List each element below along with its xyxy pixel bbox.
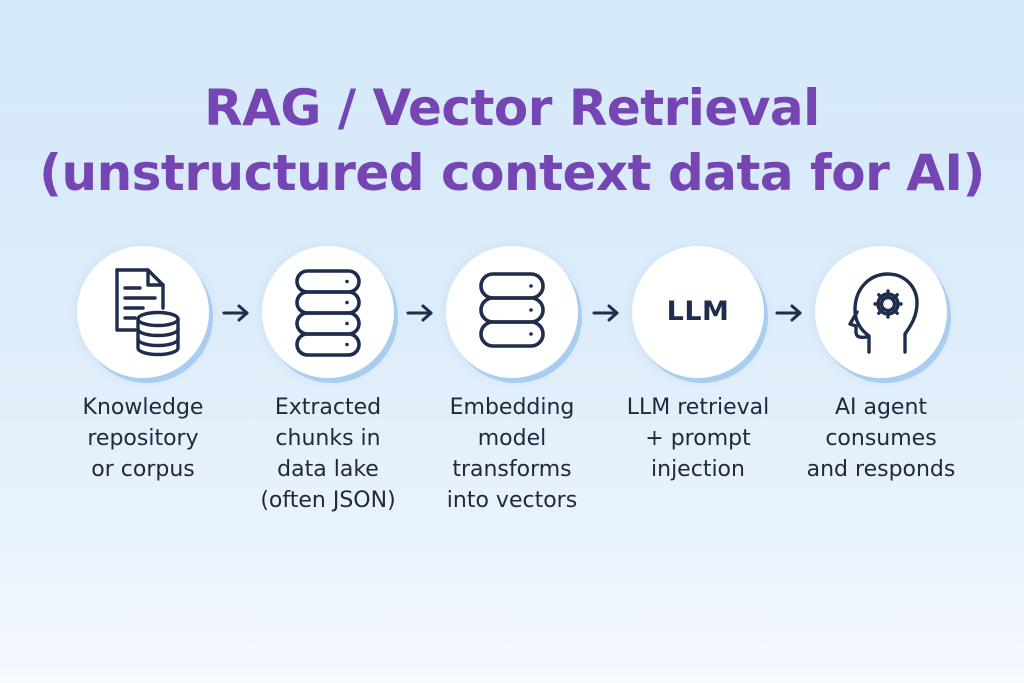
step-4-circle: LLM bbox=[632, 246, 764, 378]
diagram-title: RAG / Vector Retrieval bbox=[204, 79, 820, 137]
step-2-label: Extracted chunks in data lake (often JSO… bbox=[260, 395, 396, 513]
database-icon bbox=[295, 269, 361, 357]
arrow-right-icon bbox=[406, 304, 433, 322]
arrow-right-icon bbox=[222, 304, 249, 322]
step-1-label: Knowledge repository or corpus bbox=[82, 395, 204, 482]
head-gear-icon bbox=[848, 272, 919, 354]
arrow-right-icon bbox=[592, 304, 619, 322]
database-icon bbox=[479, 272, 545, 348]
step-1-circle bbox=[77, 246, 209, 378]
document-database-icon bbox=[115, 268, 180, 357]
arrow-right-icon bbox=[775, 304, 802, 322]
step-3-circle bbox=[446, 246, 578, 378]
diagram-subtitle: (unstructured context data for AI) bbox=[39, 144, 985, 202]
llm-icon-text: LLM bbox=[666, 296, 730, 327]
step-3-label: Embedding model transforms into vectors bbox=[446, 395, 578, 513]
step-2-circle bbox=[262, 246, 394, 378]
step-5-label: AI agent consumes and responds bbox=[806, 395, 956, 482]
step-4-label: LLM retrieval + prompt injection bbox=[626, 395, 770, 482]
step-5-circle bbox=[815, 246, 947, 378]
gear-icon bbox=[873, 289, 903, 319]
